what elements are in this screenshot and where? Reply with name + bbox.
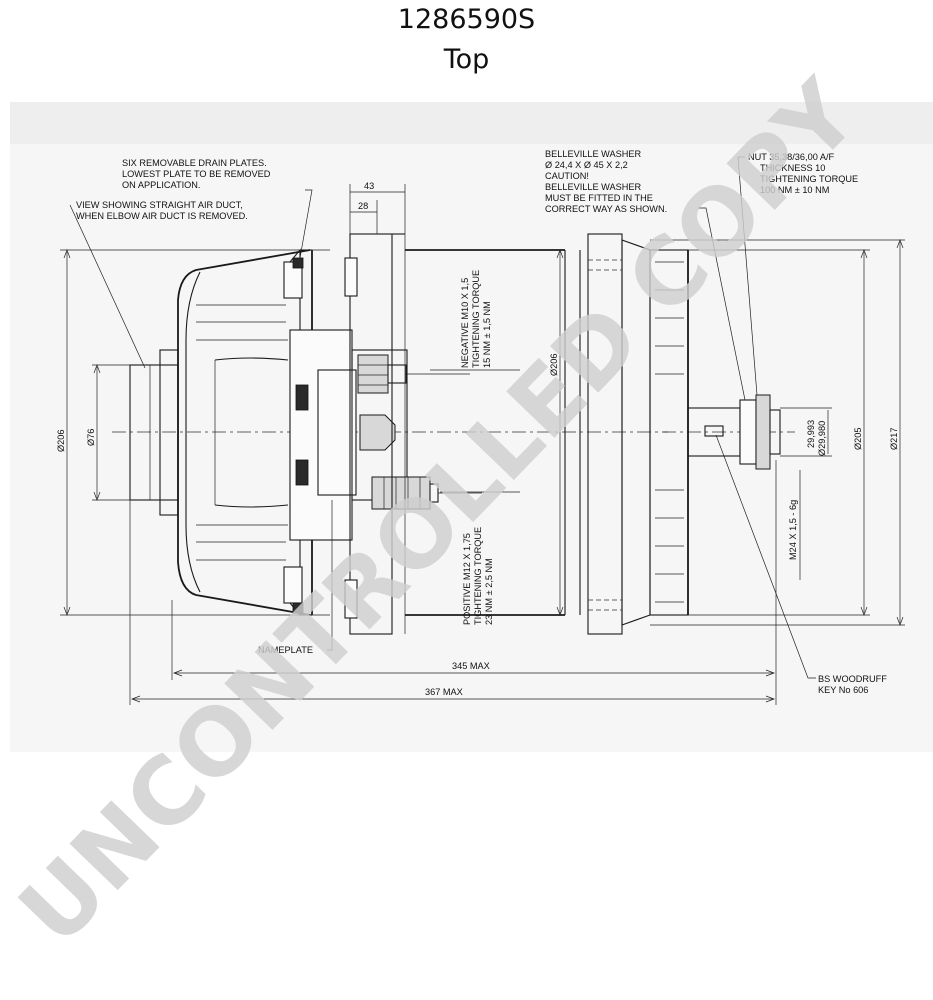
stator-body (405, 249, 581, 616)
dimension-lines (60, 184, 905, 705)
positive-line-3: 23 NM ± 2,5 NM (484, 558, 494, 625)
negative-line-1: NEGATIVE M10 X 1,5 (460, 278, 470, 368)
dim-217: Ø217 (889, 428, 899, 450)
part-number-title: 1286590S (397, 4, 536, 35)
belleville-line-5: MUST BE FITTED IN THE (545, 193, 653, 203)
dim-76: Ø76 (86, 429, 96, 446)
negative-line-2: TIGHTENING TORQUE (471, 270, 481, 368)
dim-367-max: 367 MAX (425, 687, 463, 697)
negative-callout: NEGATIVE M10 X 1,5 TIGHTENING TORQUE 15 … (460, 270, 492, 368)
positive-callout: POSITIVE M12 X 1,75 TIGHTENING TORQUE 23… (462, 527, 494, 625)
dim-28: 28 (358, 201, 368, 211)
dim-thread: M24 X 1,5 - 6g (788, 500, 798, 560)
positive-terminal (371, 476, 439, 510)
dim-shaft-max: 29,993 (806, 420, 816, 448)
belleville-line-6: CORRECT WAY AS SHOWN. (545, 204, 667, 214)
drain-plates-line-3: ON APPLICATION. (122, 180, 200, 190)
belleville-line-2: Ø 24,4 X Ø 45 X 2,2 (545, 160, 628, 170)
dim-345-max: 345 MAX (452, 661, 490, 671)
nut-line-2: THICKNESS 10 (760, 163, 825, 173)
dim-shaft-min: Ø29,980 (817, 421, 827, 456)
shaft (663, 394, 781, 470)
belleville-line-4: BELLEVILLE WASHER (545, 182, 642, 192)
nameplate-label: NAMEPLATE (258, 645, 313, 655)
drawing-sheet (10, 102, 933, 752)
woodruff-line-1: BS WOODRUFF (818, 674, 887, 684)
woodruff-line-2: KEY No 606 (818, 685, 868, 695)
negative-terminal (357, 354, 407, 394)
belleville-line-3: CAUTION! (545, 171, 589, 181)
air-duct-line-1: VIEW SHOWING STRAIGHT AIR DUCT, (76, 200, 243, 210)
dim-43: 43 (364, 181, 374, 191)
mounting-lug (344, 233, 406, 635)
sheet-header-band (10, 102, 933, 144)
dim-205: Ø205 (853, 428, 863, 450)
drain-plates-line-2: LOWEST PLATE TO BE REMOVED (122, 169, 271, 179)
belleville-line-1: BELLEVILLE WASHER (545, 149, 642, 159)
nut-line-1: NUT 35,38/36,00 A/F (748, 152, 835, 162)
negative-line-3: 15 NM ± 1,5 NM (482, 301, 492, 368)
dim-206-left: Ø206 (56, 430, 66, 452)
nut-line-3: TIGHTENING TORQUE (760, 174, 858, 184)
view-title: Top (443, 44, 490, 75)
positive-line-2: TIGHTENING TORQUE (473, 527, 483, 625)
air-duct (129, 349, 179, 516)
dim-206-mid: Ø206 (549, 354, 559, 376)
positive-line-1: POSITIVE M12 X 1,75 (462, 533, 472, 625)
drain-plates-line-1: SIX REMOVABLE DRAIN PLATES. (122, 158, 267, 168)
air-duct-line-2: WHEN ELBOW AIR DUCT IS REMOVED. (76, 211, 248, 221)
callout-leaders (69, 156, 816, 679)
nut-line-4: 100 NM ± 10 NM (760, 185, 829, 195)
